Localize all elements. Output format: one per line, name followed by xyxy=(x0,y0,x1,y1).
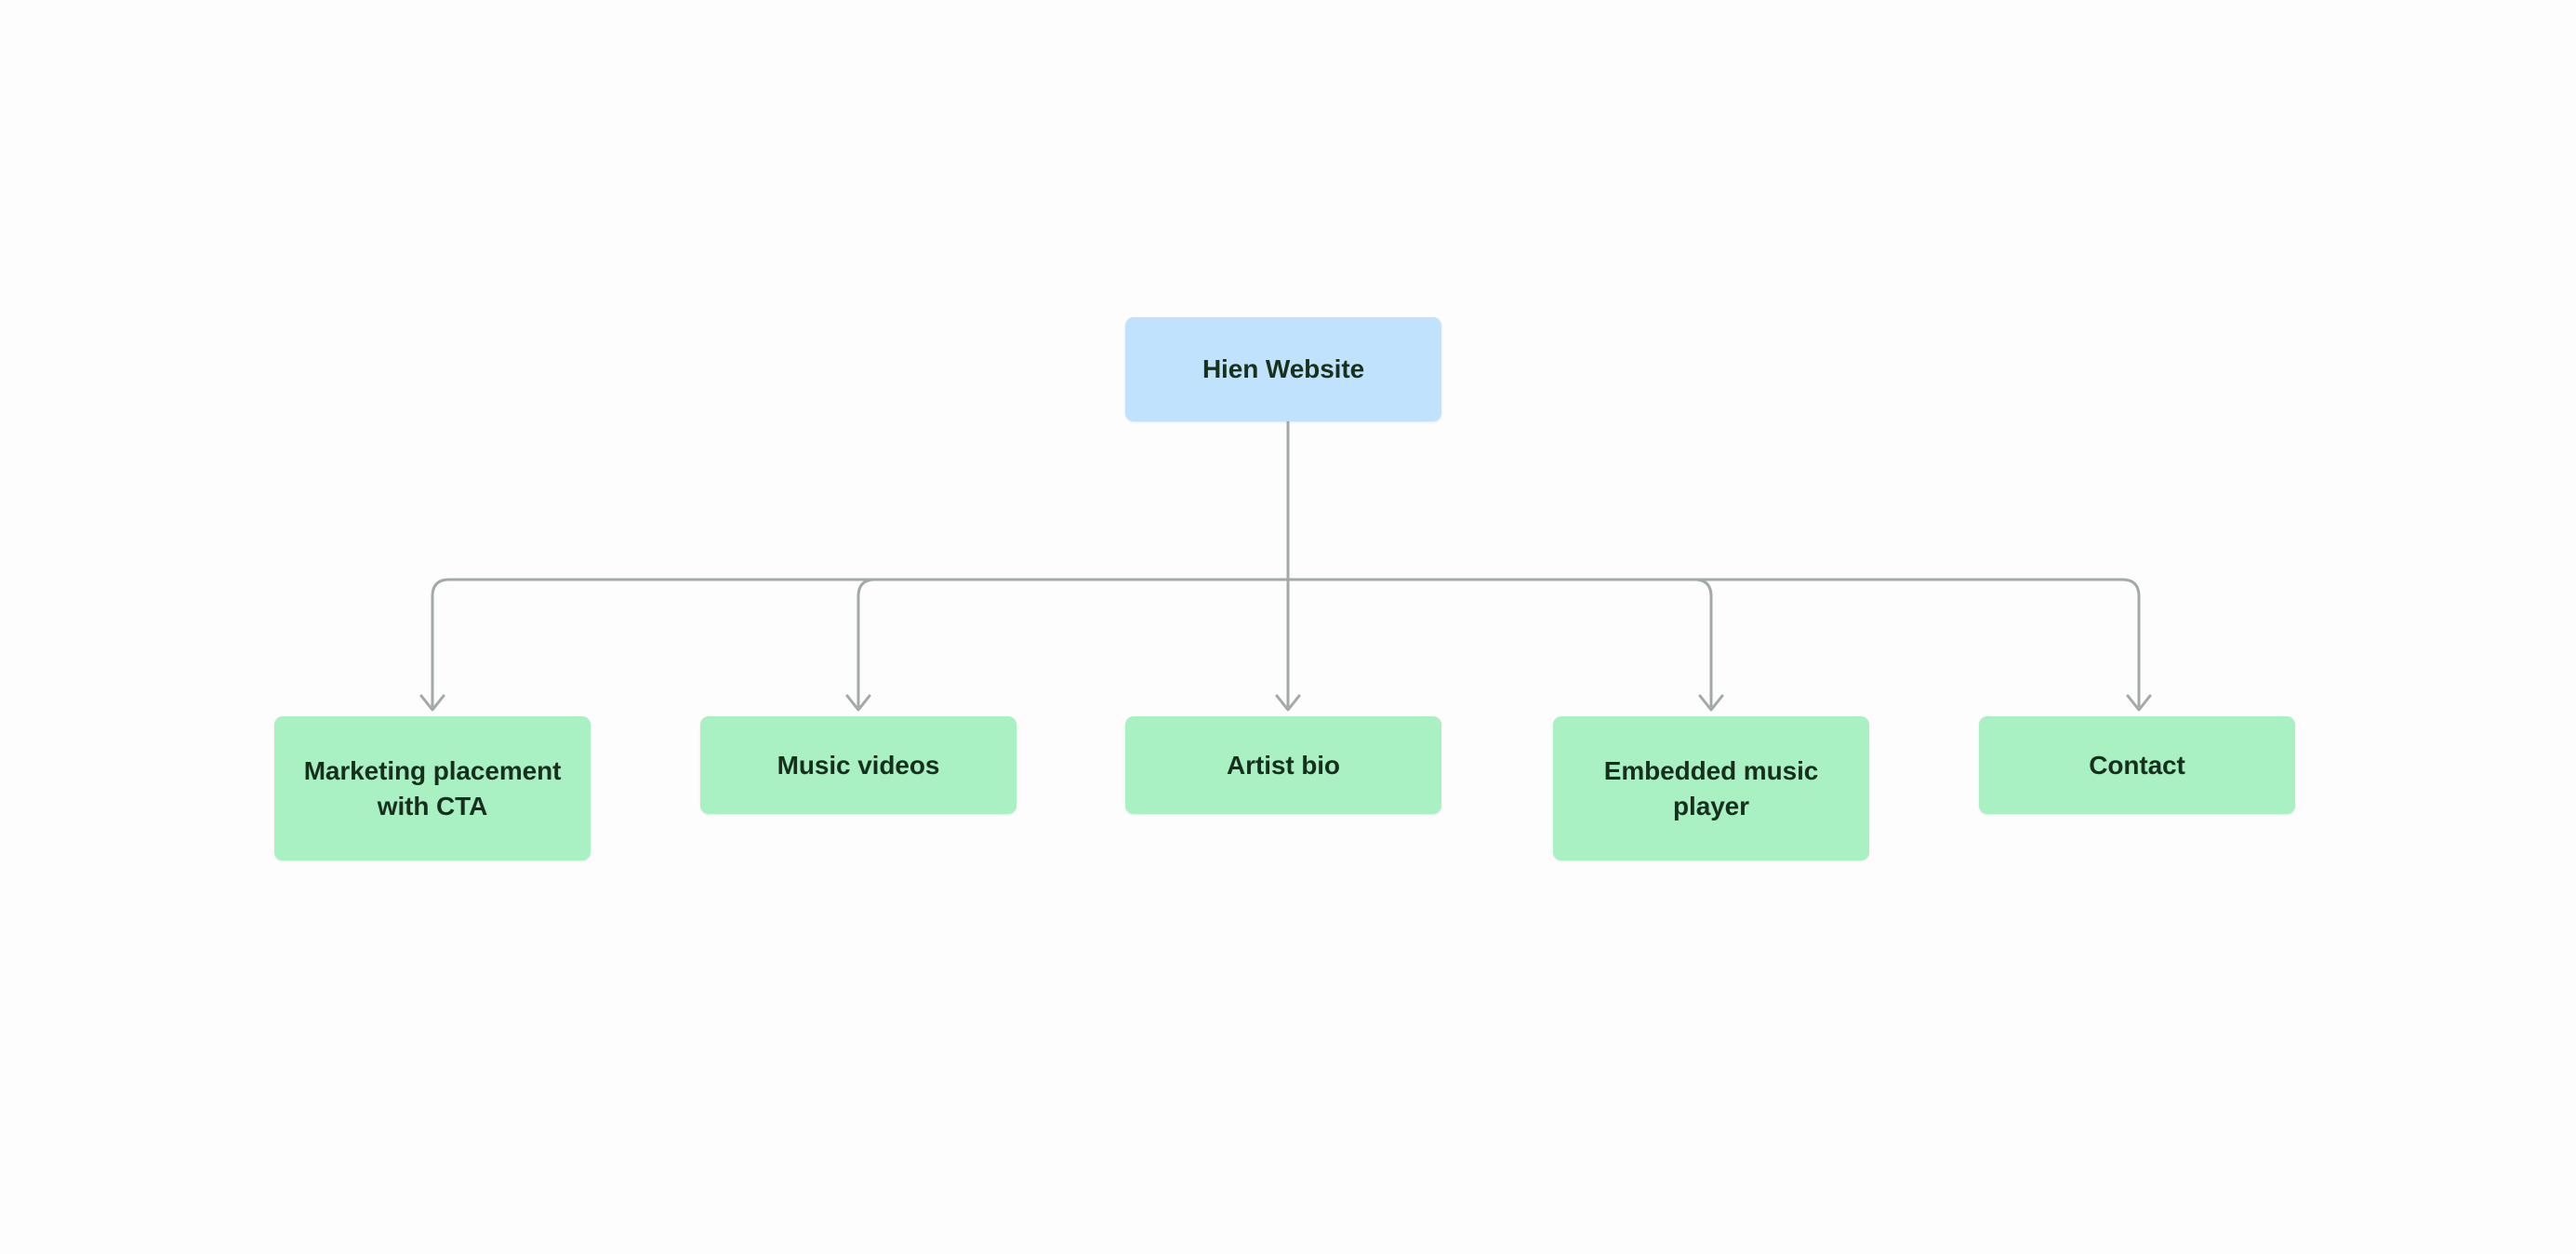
node-label: Marketing placement with CTA xyxy=(303,756,562,820)
node-label: Hien Website xyxy=(1202,354,1365,384)
node-embedded-music-player[interactable]: Embedded music player xyxy=(1553,716,1869,860)
node-label: Embedded music player xyxy=(1603,756,1819,820)
arrowhead-music-player xyxy=(1698,694,1724,712)
arrowhead-music-videos xyxy=(845,694,871,712)
arrowhead-marketing-placement xyxy=(419,694,445,712)
node-root-hien-website[interactable]: Hien Website xyxy=(1125,317,1441,421)
node-marketing-placement-with-cta[interactable]: Marketing placement with CTA xyxy=(274,716,591,860)
connector-branch-music-player xyxy=(1693,578,1713,707)
arrowhead-artist-bio xyxy=(1275,694,1301,712)
node-artist-bio[interactable]: Artist bio xyxy=(1125,716,1441,814)
connector-bus-right xyxy=(1288,578,2141,707)
connector-bus-left xyxy=(431,578,1288,707)
node-label: Artist bio xyxy=(1227,750,1340,780)
node-music-videos[interactable]: Music videos xyxy=(700,716,1016,814)
node-label: Contact xyxy=(2089,750,2185,780)
node-label: Music videos xyxy=(777,750,940,780)
connector-branch-music-videos xyxy=(856,578,876,707)
node-contact[interactable]: Contact xyxy=(1979,716,2295,814)
arrowhead-contact xyxy=(2126,694,2152,712)
